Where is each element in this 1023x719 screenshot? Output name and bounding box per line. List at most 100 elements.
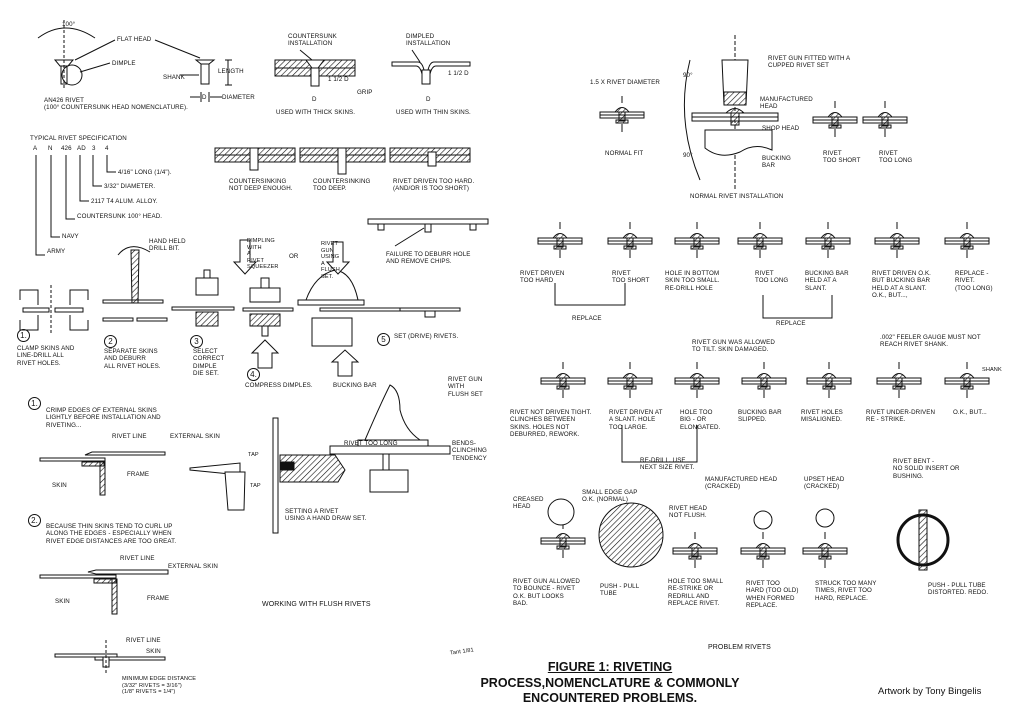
countersunk-caption: USED WITH THICK SKINS. <box>276 109 356 116</box>
redrill-note: RE-DRILL. USE NEXT SIZE RIVET. <box>640 457 695 472</box>
too-long-label: RIVET TOO LONG <box>879 150 913 165</box>
flat-head-label: FLAT HEAD <box>117 36 152 43</box>
feeler-note: .002" FEELER GAUGE MUST NOT REACH RIVET … <box>880 334 981 349</box>
tap-label-2: TAP <box>250 483 261 489</box>
figure-title-line-3: ENCOUNTERED PROBLEMS. <box>522 691 698 705</box>
skin-label-2: SKIN <box>55 598 70 605</box>
deburr-note: FAILURE TO DEBURR HOLE AND REMOVE CHIPS. <box>386 251 471 266</box>
driven-too-hard-label: RIVET DRIVEN TOO HARD. (AND/OR IS TOO SH… <box>393 178 475 193</box>
step-2-number: 2 <box>104 335 117 348</box>
spec-code-4: 4 <box>105 145 109 152</box>
step-4-number: 4. <box>247 368 260 381</box>
step-3-number: 3 <box>190 335 203 348</box>
normal-installation-title: NORMAL RIVET INSTALLATION <box>690 193 784 200</box>
spec-code-426: 426 <box>61 145 72 152</box>
installation-drawings <box>274 49 471 87</box>
problem-1-2: RIVET TOO SHORT <box>612 270 650 285</box>
spec-meaning-navy: NAVY <box>62 233 79 240</box>
step-5-number: 5 <box>377 333 390 346</box>
problem-rivets-title: PROBLEM RIVETS <box>708 644 771 651</box>
problem-row-3-drawings <box>540 498 950 571</box>
artwork-credit: Artwork by Tony Bingelis <box>878 686 982 697</box>
skin-label-3: SKIN <box>146 648 161 655</box>
rivet-gun-label: RIVET GUN USING A FLUSH SET. <box>321 241 340 280</box>
gun-flush-set-label: RIVET GUN WITH FLUSH SET <box>448 376 483 398</box>
dimpled-dim-label: 1 1/2 D <box>448 70 469 77</box>
problem-3-5: STRUCK TOO MANY TIMES, RIVET TOO HARD, R… <box>815 580 877 602</box>
hand-draw-set-label: SETTING A RIVET USING A HAND DRAW SET. <box>285 508 367 523</box>
manufactured-head-label: MANUFACTURED HEAD <box>760 96 813 111</box>
bucking-bar-label-normal: BUCKING BAR <box>762 155 791 170</box>
step-4-text: COMPRESS DIMPLES. <box>245 382 313 389</box>
dimple-label: DIMPLE <box>112 60 136 67</box>
shank-label: SHANK <box>163 74 185 81</box>
external-skin-label-1: EXTERNAL SKIN <box>170 433 220 440</box>
problem-1-5: BUCKING BAR HELD AT A SLANT. <box>805 270 849 292</box>
countersink-not-deep-label: COUNTERSINKING NOT DEEP ENOUGH. <box>229 178 293 193</box>
diameter-label: DIAMETER <box>222 94 255 101</box>
external-skin-label-2: EXTERNAL SKIN <box>168 563 218 570</box>
figure-title: FIGURE 1: RIVETING PROCESS,NOMENCLATURE … <box>450 660 770 707</box>
rivet-line-label-1: RIVET LINE <box>112 433 147 440</box>
mfg-head-cracked-note: MANUFACTURED HEAD (CRACKED) <box>705 476 778 491</box>
angle-top-label: 90° <box>683 72 693 79</box>
rivet-line-label-3: RIVET LINE <box>126 637 161 644</box>
problem-1-4: RIVET TOO LONG <box>755 270 789 285</box>
countersunk-d-label: D <box>312 96 317 103</box>
an426-caption: AN426 RIVET (100° COUNTERSUNK HEAD NOMEN… <box>44 97 188 112</box>
cupped-gun-label: RIVET GUN FITTED WITH A CUPPED RIVET SET <box>768 55 851 70</box>
step-1-number: 1. <box>17 329 30 342</box>
note-2-number: 2. <box>28 514 41 527</box>
nomenclature-rivet-drawing <box>37 20 232 102</box>
spec-title: TYPICAL RIVET SPECIFICATION <box>30 135 127 142</box>
skin-label-1: SKIN <box>52 482 67 489</box>
too-short-label: RIVET TOO SHORT <box>823 150 861 165</box>
spec-meaning-length: 4/16" LONG (1/4"). <box>118 169 172 176</box>
normal-fit-label: NORMAL FIT <box>605 150 644 157</box>
bends-label: BENDS- CLINCHING TENDENCY <box>452 440 487 462</box>
spec-code-a: A <box>33 145 38 152</box>
rivet-line-label-2: RIVET LINE <box>120 555 155 562</box>
problem-row-1-drawings <box>537 221 990 319</box>
dimpled-installation-title: DIMPLED INSTALLATION <box>406 33 451 48</box>
replace-label-2: REPLACE <box>776 320 806 327</box>
normal-installation-drawings <box>599 35 908 190</box>
problem-2-1: RIVET NOT DRIVEN TIGHT. CLINCHES BETWEEN… <box>510 409 592 439</box>
countersunk-dim-label: 1 1/2 D <box>328 76 349 83</box>
problem-2-2: RIVET DRIVEN AT A SLANT. HOLE TOO LARGE. <box>609 409 663 431</box>
not-flush-note: RIVET HEAD NOT FLUSH. <box>669 505 708 520</box>
spec-code-ad: AD <box>77 145 86 152</box>
problem-3-2: PUSH - PULL TUBE <box>600 583 640 598</box>
countersink-problem-drawings <box>214 147 489 247</box>
problem-2-5: RIVET HOLES MISALIGNED. <box>801 409 843 424</box>
grip-label: GRIP <box>357 89 373 96</box>
problem-3-1: RIVET GUN ALLOWED TO BOUNCE - RIVET O.K.… <box>513 578 580 608</box>
countersink-too-deep-label: COUNTERSINKING TOO DEEP. <box>313 178 371 193</box>
creased-head-note: CREASED HEAD <box>513 496 544 511</box>
problem-2-7: O.K., BUT... <box>953 409 987 416</box>
crimp-note: CRIMP EDGES OF EXTERNAL SKINS LIGHTLY BE… <box>46 407 161 429</box>
problem-1-7: REPLACE - RIVET. (TOO LONG) <box>955 270 993 292</box>
edge-gap-note: SMALL EDGE GAP O.K. (NORMAL) <box>582 489 638 504</box>
angle-label: 100° <box>62 21 76 28</box>
rivet-bent-note: RIVET BENT - NO SOLID INSERT OR BUSHING. <box>893 458 960 480</box>
shop-head-label: SHOP HEAD <box>762 125 800 132</box>
shank-note: SHANK <box>982 367 1002 373</box>
problem-1-1: RIVET DRIVEN TOO HARD <box>520 270 565 285</box>
problem-2-4: BUCKING BAR SLIPPED. <box>738 409 782 424</box>
frame-label-1: FRAME <box>127 471 150 478</box>
problem-row-2-drawings <box>540 361 990 463</box>
frame-label-2: FRAME <box>147 595 170 602</box>
problem-3-3: HOLE TOO SMALL RE-STRIKE OR REDRILL AND … <box>668 578 724 608</box>
process-step-drawings <box>19 239 461 377</box>
specification-tree <box>35 155 116 256</box>
angle-bottom-label: 90° <box>683 152 693 159</box>
rivet-too-long-label: RIVET TOO LONG <box>344 440 398 447</box>
note-1-number: 1. <box>28 397 41 410</box>
edge-distance-note: MINIMUM EDGE DISTANCE (3/32" RIVETS = 3/… <box>122 676 197 696</box>
flush-rivet-drawings <box>39 384 451 675</box>
spec-meaning-army: ARMY <box>47 248 66 255</box>
figure-title-line-1: FIGURE 1: RIVETING <box>547 660 673 674</box>
spec-meaning-head: COUNTERSUNK 100° HEAD. <box>77 213 163 220</box>
tap-label-1: TAP <box>248 452 259 458</box>
